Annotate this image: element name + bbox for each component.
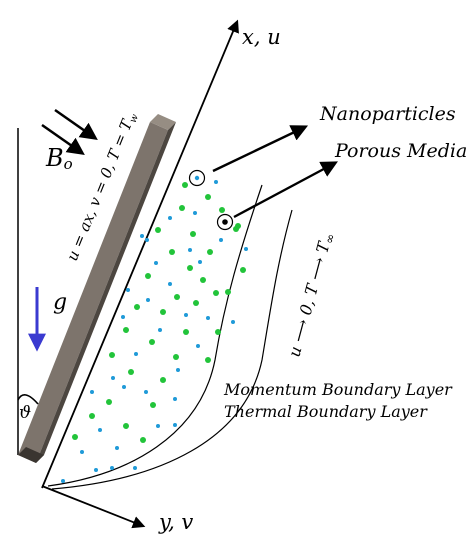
porous-media-dot	[154, 261, 158, 265]
inclined-plate	[18, 114, 176, 463]
nanoparticle-dot	[123, 423, 129, 429]
nanoparticle-dot	[233, 226, 239, 232]
nanoparticle-dot	[155, 227, 161, 233]
nanoparticle-dot	[200, 277, 206, 283]
porous-media-dot	[168, 282, 172, 286]
porous-media-dot	[145, 238, 149, 242]
porous-media-dot	[173, 397, 177, 401]
nanoparticle-dot	[128, 369, 134, 375]
momentum-boundary-layer-label: Momentum Boundary Layer	[223, 380, 453, 399]
angle-arc	[17, 394, 39, 405]
nanoparticle-dot	[190, 231, 196, 237]
highlighted-porous-dot-ring	[188, 169, 206, 187]
porous-media-dot	[219, 238, 223, 242]
nanoparticle-dot	[205, 357, 211, 363]
porous-media-dot	[90, 390, 94, 394]
thermal-boundary-layer-curve	[51, 209, 293, 490]
highlighted-nanoparticle	[222, 219, 228, 225]
nanoparticle-dot	[160, 309, 166, 315]
nanoparticle-dot	[109, 352, 115, 358]
porous-media-dot	[146, 298, 150, 302]
highlighted-nanoparticle-ring	[216, 213, 234, 231]
porous-media-dot	[168, 216, 172, 220]
nanoparticle-dot	[187, 265, 193, 271]
porous-media-dot	[214, 180, 218, 184]
magnetic-field-label: Bo	[45, 144, 73, 173]
nanoparticle-dot	[149, 339, 155, 345]
porous-media-dot	[188, 248, 192, 252]
gravity-label: g	[53, 290, 67, 315]
nanoparticle-dot	[140, 437, 146, 443]
nanoparticle-dot	[183, 329, 189, 335]
y-axis-label: y, v	[158, 510, 193, 534]
porous-media-dot	[133, 466, 137, 470]
nanoparticle-dot	[207, 249, 213, 255]
porous-media-dot	[158, 328, 162, 332]
nanoparticle-dot	[160, 377, 166, 383]
nanoparticle-dot	[182, 182, 188, 188]
nanoparticle-dot	[193, 300, 199, 306]
porous-media-dot	[110, 466, 114, 470]
nanoparticle-dot	[106, 399, 112, 405]
porous-media-dot	[193, 211, 197, 215]
nanoparticle-dot	[145, 273, 151, 279]
nanoparticles-label: Nanoparticles	[319, 103, 456, 125]
nanoparticle-dot	[134, 304, 140, 310]
porous-media-dot	[98, 428, 102, 432]
porous-media-dot	[173, 423, 177, 427]
porous-media-dot	[176, 368, 180, 372]
nanoparticle-dot	[89, 413, 95, 419]
porous-media-dot	[156, 424, 160, 428]
magnetic-field-arrow-2	[41, 123, 85, 156]
porous-media-dot	[94, 468, 98, 472]
nanoparticle-dot	[174, 294, 180, 300]
porous-media-dot	[134, 352, 138, 356]
porous-media-dot	[61, 479, 65, 483]
porous-media-dot	[206, 316, 210, 320]
x-axis-label: x, u	[242, 25, 281, 49]
porous-media-dot	[80, 450, 84, 454]
nanoparticle-dot	[169, 249, 175, 255]
porous-media-dot	[115, 446, 119, 450]
porous-media-dot	[184, 313, 188, 317]
angle-label: ϑ	[19, 403, 31, 423]
nanoparticle-dot	[173, 354, 179, 360]
porous-media-dot	[122, 385, 126, 389]
porous-media-pointer-arrow	[233, 161, 338, 219]
porous-media-dot	[121, 315, 125, 319]
far-field-condition-label: u ⟶ 0, T ⟶ T∞	[285, 230, 338, 359]
magnetic-field-arrow-1	[54, 108, 98, 141]
nanoparticle-dot	[225, 289, 231, 295]
porous-media-dot	[196, 344, 200, 348]
porous-media-dot	[244, 247, 248, 251]
porous-media-dot	[198, 260, 202, 264]
porous-media-dot	[111, 376, 115, 380]
nanoparticle-dot	[123, 327, 129, 333]
porous-media-dot	[126, 288, 130, 292]
porous-media-dot	[231, 320, 235, 324]
porous-media-dot	[144, 390, 148, 394]
highlighted-porous-dot	[194, 175, 200, 181]
nanoparticle-dot	[213, 290, 219, 296]
particle-field	[61, 180, 248, 483]
nanoparticle-dot	[150, 402, 156, 408]
nanoparticle-dot	[205, 194, 211, 200]
nanoparticles-pointer-arrow	[212, 125, 309, 173]
nanoparticle-dot	[179, 205, 185, 211]
x-axis-arrow	[41, 19, 239, 489]
porous-media-dot	[140, 234, 144, 238]
thermal-boundary-layer-label: Thermal Boundary Layer	[224, 402, 428, 421]
momentum-boundary-layer-curve	[47, 184, 263, 487]
porous-media-label: Porous Media	[334, 140, 467, 162]
nanoparticle-dot	[219, 207, 225, 213]
nanoparticle-dot	[72, 434, 78, 440]
nanoparticle-dot	[215, 329, 221, 335]
nanoparticle-dot	[240, 267, 246, 273]
y-axis-arrow	[41, 485, 146, 529]
